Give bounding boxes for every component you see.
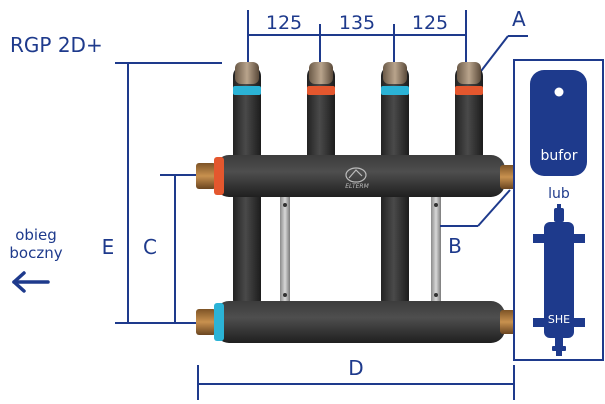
product-title: RGP 2D+: [10, 33, 103, 57]
mounting-bracket-left: [280, 194, 290, 306]
brass-fitting-bottom-left: [196, 309, 216, 335]
leader-line-a: [477, 35, 528, 76]
logo-text: ELTERM: [345, 183, 369, 190]
label-b: B: [448, 234, 462, 258]
leader-line-b: [440, 189, 511, 227]
e-dimension-line: [115, 62, 222, 324]
tank-label: bufor: [540, 148, 577, 164]
brass-fitting-top-left: [196, 163, 216, 189]
top-header-pipe: [215, 155, 505, 197]
logo-icon: ELTERM: [345, 167, 370, 190]
side-label-line2: boczny: [9, 244, 62, 262]
buffer-tank-icon: [530, 70, 587, 176]
manifold-body: ELTERM: [196, 62, 516, 343]
label-c: C: [143, 235, 157, 259]
option-panel: bufor lub SHE: [513, 59, 604, 361]
d-dimension-line: [197, 365, 515, 400]
ring-orange-left: [214, 157, 224, 195]
hydraulic-separator-icon: [533, 204, 585, 356]
ring-cyan-3: [381, 86, 409, 95]
dimension-label-135: 135: [339, 12, 375, 34]
mounting-bracket-right: [431, 194, 441, 306]
top-dimension-line: [247, 10, 467, 62]
brass-fitting-top-right: [500, 165, 516, 189]
label-e: E: [102, 235, 115, 259]
side-label-line1: obieg: [15, 226, 57, 244]
or-label: lub: [548, 186, 570, 202]
dimension-label-125-right: 125: [412, 12, 448, 34]
separator-label: SHE: [548, 313, 570, 326]
label-a: A: [512, 7, 526, 31]
ring-cyan-1: [233, 86, 261, 95]
dimension-label-125-left: 125: [266, 12, 302, 34]
label-d: D: [348, 356, 363, 380]
ring-orange-4: [455, 86, 483, 95]
ring-orange-2: [307, 86, 335, 95]
arrow-left-icon: [12, 271, 50, 293]
c-dimension-line: [160, 174, 198, 323]
ring-cyan-left: [214, 303, 224, 341]
bottom-header-pipe: [215, 301, 505, 343]
brass-fitting-bottom-right: [500, 310, 516, 334]
